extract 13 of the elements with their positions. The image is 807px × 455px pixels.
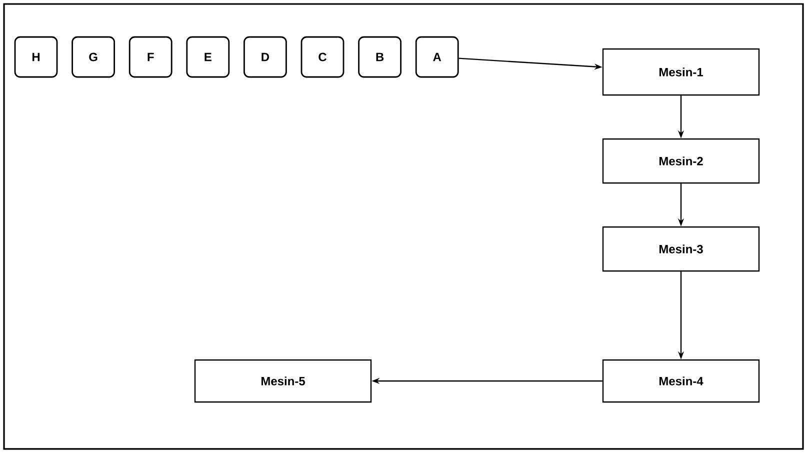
- machine-box: Mesin-1: [602, 48, 760, 96]
- job-box: E: [186, 36, 230, 78]
- machine-box: Mesin-2: [602, 138, 760, 184]
- job-box: B: [358, 36, 402, 78]
- machine-box: Mesin-3: [602, 226, 760, 272]
- job-box: F: [128, 36, 172, 78]
- job-box: D: [244, 36, 287, 78]
- machine-box: Mesin-4: [602, 359, 760, 403]
- machine-box: Mesin-5: [194, 359, 372, 403]
- job-box: C: [300, 36, 344, 78]
- job-box: A: [415, 36, 459, 78]
- job-box: H: [14, 36, 58, 78]
- job-box: G: [72, 36, 115, 78]
